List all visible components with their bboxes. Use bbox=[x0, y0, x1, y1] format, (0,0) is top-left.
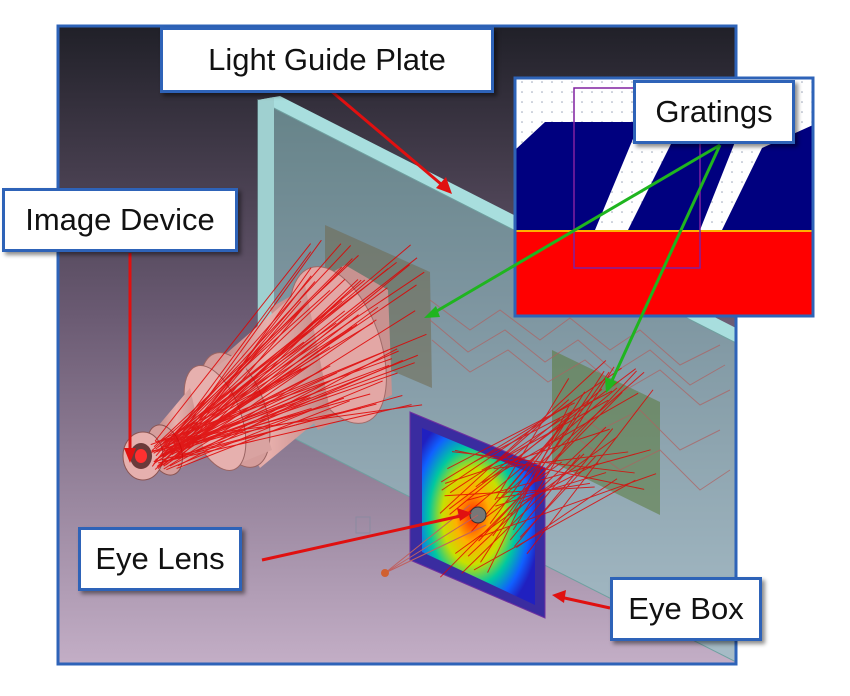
ray bbox=[155, 365, 331, 461]
ray bbox=[167, 350, 399, 453]
eye-ray bbox=[473, 479, 636, 571]
small-marker bbox=[355, 516, 371, 534]
ray bbox=[176, 400, 350, 469]
label-image-device: Image Device bbox=[2, 188, 238, 252]
eye-ray bbox=[495, 399, 570, 464]
eye-ray bbox=[481, 392, 639, 484]
eye-ray bbox=[475, 418, 561, 488]
eye-ray bbox=[519, 391, 586, 496]
label-light-guide-plate-text: Light Guide Plate bbox=[208, 42, 446, 77]
label-gratings: Gratings bbox=[633, 80, 795, 144]
label-eye-lens: Eye Lens bbox=[78, 527, 242, 591]
label-eye-box-text: Eye Box bbox=[628, 591, 744, 626]
eye-ray bbox=[441, 367, 622, 491]
eye-ray bbox=[516, 478, 618, 549]
label-eye-lens-text: Eye Lens bbox=[95, 541, 225, 576]
ray bbox=[168, 258, 353, 443]
grating-blue-layer bbox=[515, 122, 640, 230]
label-eye-box: Eye Box bbox=[610, 577, 762, 641]
eye-lens-target bbox=[381, 569, 389, 577]
eye-ray bbox=[478, 473, 657, 538]
eye-ray bbox=[517, 462, 599, 505]
eye-ray bbox=[467, 426, 607, 557]
eye-ray bbox=[473, 390, 613, 463]
label-gratings-text: Gratings bbox=[655, 94, 773, 129]
eye-box-rays bbox=[439, 360, 657, 578]
eye-ray bbox=[493, 451, 629, 470]
ray bbox=[173, 275, 312, 453]
ray bbox=[156, 364, 390, 453]
grating-red-substrate bbox=[515, 230, 813, 316]
eye-ray bbox=[478, 370, 637, 542]
ray bbox=[164, 362, 415, 454]
ray bbox=[166, 380, 383, 471]
ray bbox=[163, 257, 418, 457]
ray bbox=[178, 296, 344, 459]
ray bbox=[163, 333, 427, 443]
eye-ray bbox=[479, 461, 562, 522]
ray bbox=[177, 359, 403, 460]
eye-ray bbox=[496, 371, 645, 502]
ray bbox=[163, 310, 416, 470]
ray bbox=[157, 300, 302, 470]
ray bbox=[158, 360, 318, 458]
eye-ray bbox=[448, 368, 637, 510]
label-light-guide-plate: Light Guide Plate bbox=[160, 27, 494, 93]
eye-ray bbox=[470, 417, 570, 533]
label-image-device-text: Image Device bbox=[25, 202, 215, 237]
ray bbox=[178, 305, 305, 456]
ray bbox=[153, 244, 411, 463]
eye-ray bbox=[467, 449, 651, 501]
eye-ray bbox=[526, 389, 654, 555]
ray bbox=[153, 403, 377, 463]
ray bbox=[165, 279, 346, 449]
eye-ray bbox=[495, 472, 607, 507]
eye-ray bbox=[512, 366, 615, 531]
ray bbox=[153, 271, 425, 454]
eye-ray bbox=[447, 402, 575, 470]
ray bbox=[164, 326, 353, 448]
eye-ray bbox=[461, 453, 585, 574]
grating-blue-tooth-3 bbox=[722, 125, 813, 230]
ray bbox=[167, 372, 338, 453]
guided-rays bbox=[429, 299, 731, 491]
ray bbox=[166, 300, 343, 442]
eye-ray bbox=[454, 449, 645, 490]
ray bbox=[157, 266, 343, 451]
ray-fan bbox=[150, 239, 427, 471]
eye-ray bbox=[481, 399, 609, 471]
grating-blue-tooth-2 bbox=[628, 142, 735, 230]
eye-ray bbox=[519, 455, 597, 538]
pointer-arrows bbox=[124, 88, 722, 610]
eye-ray bbox=[451, 451, 635, 474]
viewport-frame bbox=[56, 24, 738, 666]
ray bbox=[154, 243, 312, 442]
eye-ray bbox=[439, 391, 623, 578]
